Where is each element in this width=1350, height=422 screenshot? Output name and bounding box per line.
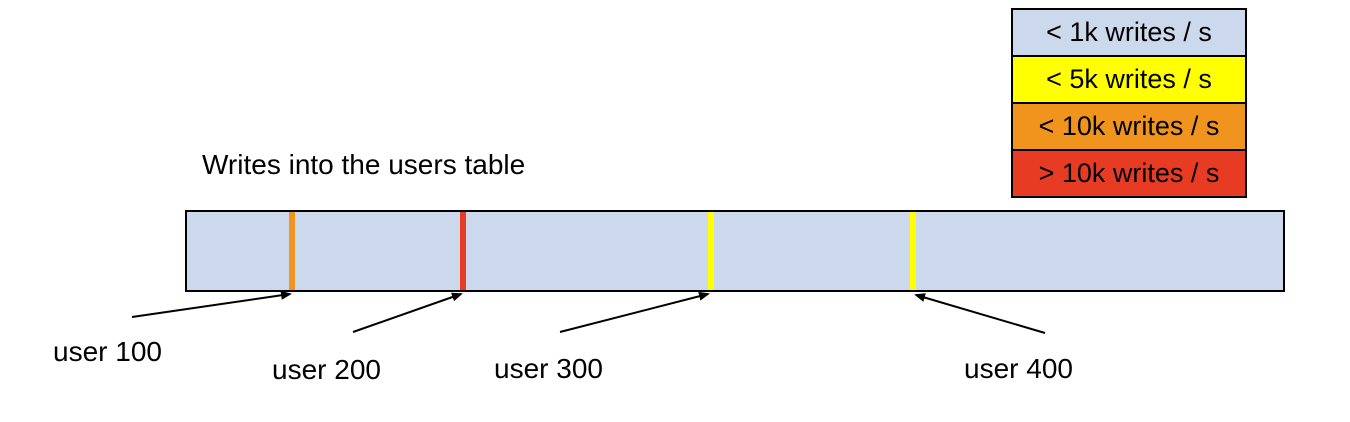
users-table-bar xyxy=(185,210,1285,292)
legend-item-lt-5k: < 5k writes / s xyxy=(1011,55,1247,104)
write-hotspot-user-300 xyxy=(708,212,714,290)
legend-item-label: < 10k writes / s xyxy=(1038,111,1220,141)
write-hotspot-user-400 xyxy=(910,212,916,290)
label-user-100: user 100 xyxy=(53,336,162,367)
arrow-user-100 xyxy=(131,290,292,318)
legend-item-lt-10k: < 10k writes / s xyxy=(1011,102,1247,151)
diagram-title: Writes into the users table xyxy=(202,149,526,180)
label-user-400: user 400 xyxy=(964,353,1073,384)
arrow-user-400 xyxy=(914,293,1046,334)
label-user-200: user 200 xyxy=(272,354,381,385)
write-hotspot-user-100 xyxy=(289,212,295,290)
legend-item-lt-1k: < 1k writes / s xyxy=(1011,8,1247,57)
legend-item-label: > 10k writes / s xyxy=(1038,158,1220,188)
arrow-user-300 xyxy=(559,291,710,333)
label-user-300: user 300 xyxy=(494,353,603,384)
legend-item-label: < 1k writes / s xyxy=(1046,17,1212,47)
legend-item-label: < 5k writes / s xyxy=(1046,64,1212,94)
arrow-user-200 xyxy=(352,292,463,333)
legend-item-gt-10k: > 10k writes / s xyxy=(1011,149,1247,198)
write-hotspot-user-200 xyxy=(460,212,466,290)
legend: < 1k writes / s < 5k writes / s < 10k wr… xyxy=(1011,8,1247,198)
